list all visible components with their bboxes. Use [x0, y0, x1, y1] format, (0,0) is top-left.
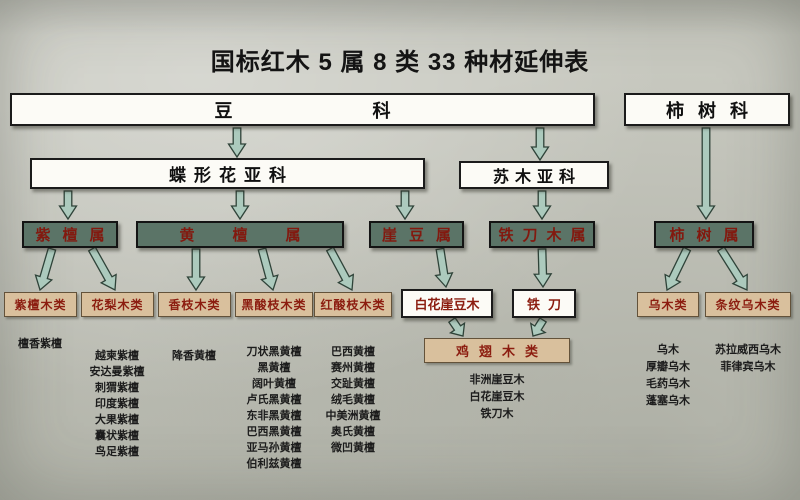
- species-item: 菲律宾乌木: [720, 361, 776, 373]
- node-category-wumu: 乌木类: [637, 292, 699, 317]
- species-item: 赛州黄檀: [331, 362, 375, 374]
- node-ebony-family: 柿树科: [624, 93, 790, 126]
- species-item: 乌木: [657, 344, 679, 356]
- node-legume-family: 豆 科: [10, 93, 595, 126]
- species-item: 鸟足紫檀: [95, 446, 139, 458]
- node-category-tiaowenwumu: 条纹乌木类: [705, 292, 791, 317]
- species-item: 降香黄檀: [172, 350, 216, 362]
- species-item: 毛药乌木: [646, 378, 690, 390]
- species-item: 奥氏黄檀: [331, 426, 375, 438]
- species-item: 安达曼紫檀: [89, 366, 145, 378]
- node-genus-dalbergia: 黄檀属: [136, 221, 344, 248]
- species-item: 卢氏黑黄檀: [246, 394, 302, 406]
- species-item: 铁刀木: [480, 408, 514, 420]
- legume-family-char-2: 科: [372, 100, 391, 121]
- species-item: 亚马孙黄檀: [246, 442, 302, 454]
- species-item: 刀状黑黄檀: [246, 346, 302, 358]
- node-genus-diospyros: 柿树属: [654, 221, 754, 248]
- node-category-xiangzhimu: 香枝木类: [158, 292, 231, 317]
- species-item: 阔叶黄檀: [252, 378, 296, 390]
- species-item: 苏拉威西乌木: [715, 344, 781, 356]
- species-item: 越柬紫檀: [95, 350, 139, 362]
- node-tiedao: 铁刀: [512, 289, 576, 318]
- node-category-hualimu: 花梨木类: [81, 292, 154, 317]
- node-category-jichimu: 鸡翅木类: [424, 338, 570, 363]
- species-item: 东非黑黄檀: [246, 410, 302, 422]
- species-list-jichimu: 非洲崖豆木 白花崖豆木 铁刀木: [442, 372, 552, 423]
- diagram-title: 国标红木 5 属 8 类 33 种材延伸表: [210, 49, 590, 76]
- species-list-xiangzhimu: 降香黄檀: [154, 348, 234, 364]
- species-item: 刺猬紫檀: [95, 382, 139, 394]
- species-item: 绒毛黄檀: [331, 394, 375, 406]
- node-papilionoideae-subfamily: 蝶形花亚科: [30, 158, 425, 189]
- species-item: 伯利兹黄檀: [246, 458, 302, 470]
- species-item: 檀香紫檀: [18, 338, 62, 350]
- species-item: 印度紫檀: [95, 398, 139, 410]
- species-item: 大果紫檀: [95, 414, 139, 426]
- species-item: 厚瓣乌木: [646, 361, 690, 373]
- species-item: 蓬塞乌木: [646, 395, 690, 407]
- node-genus-millettia: 崖豆属: [369, 221, 464, 248]
- node-category-zitanmu: 紫檀木类: [4, 292, 77, 317]
- species-list-hualimu: 越柬紫檀 安达曼紫檀 刺猬紫檀 印度紫檀 大果紫檀 囊状紫檀 鸟足紫檀: [77, 348, 157, 460]
- species-item: 白花崖豆木: [469, 391, 525, 403]
- node-caesalpinioideae-subfamily: 苏木亚科: [459, 161, 609, 189]
- species-list-wumu: 乌木 厚瓣乌木 毛药乌木 蓬塞乌木: [628, 342, 708, 410]
- species-item: 巴西黄檀: [331, 346, 375, 358]
- species-list-zitanmu: 檀香紫檀: [0, 336, 80, 352]
- species-list-tiaowenwumu: 苏拉威西乌木 菲律宾乌木: [700, 342, 796, 376]
- legume-family-char-1: 豆: [214, 100, 233, 121]
- species-item: 交趾黄檀: [331, 378, 375, 390]
- species-item: 黑黄檀: [257, 362, 291, 374]
- node-category-heisuanzhimu: 黑酸枝木类: [235, 292, 313, 317]
- species-item: 非洲崖豆木: [469, 374, 525, 386]
- species-list-heisuanzhimu: 刀状黑黄檀 黑黄檀 阔叶黄檀 卢氏黑黄檀 东非黑黄檀 巴西黑黄檀 亚马孙黄檀 伯…: [234, 344, 314, 472]
- species-list-hongsuanzhimu: 巴西黄檀 赛州黄檀 交趾黄檀 绒毛黄檀 中美洲黄檀 奥氏黄檀 微凹黄檀: [313, 344, 393, 456]
- node-genus-pterocarpus: 紫檀属: [22, 221, 118, 248]
- node-baihuayadoumu: 白花崖豆木: [401, 289, 493, 318]
- node-category-hongsuanzhimu: 红酸枝木类: [314, 292, 392, 317]
- species-item: 微凹黄檀: [331, 442, 375, 454]
- node-genus-senna: 铁刀木属: [489, 221, 595, 248]
- species-item: 囊状紫檀: [95, 430, 139, 442]
- species-item: 中美洲黄檀: [325, 410, 381, 422]
- species-item: 巴西黑黄檀: [246, 426, 302, 438]
